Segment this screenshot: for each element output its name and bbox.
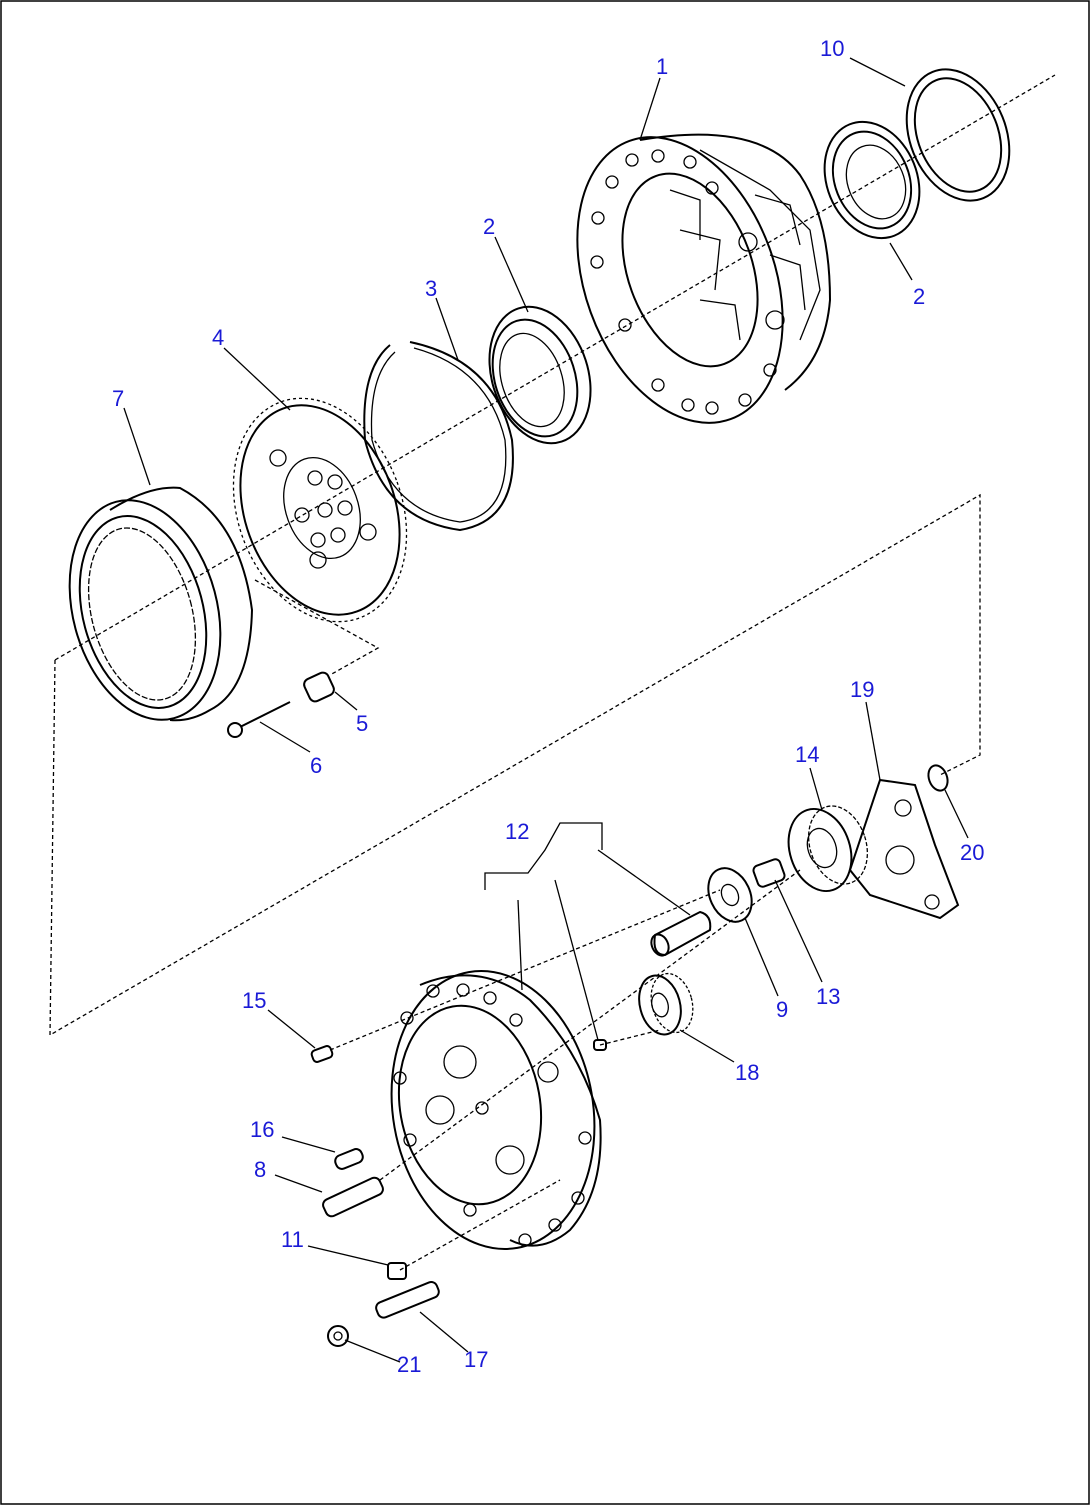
part-5-sleeve	[303, 671, 335, 703]
axis-line-lower-3	[399, 1179, 561, 1271]
axis-line-lower-2	[379, 869, 801, 1181]
callouts: 1 2 2 3 4 5 6 7 8 9 10 11 12 13 14 15 16…	[112, 36, 984, 1377]
callout-17: 17	[464, 1347, 488, 1372]
callout-19: 19	[850, 677, 874, 702]
callout-2-top: 2	[483, 214, 495, 239]
callout-9: 9	[776, 997, 788, 1022]
part-12-shaft	[650, 910, 712, 957]
part-3-snap-ring	[363, 341, 514, 532]
callout-6: 6	[310, 753, 322, 778]
part-6-bolt	[227, 701, 291, 738]
part-13-needle-bearing	[752, 858, 786, 888]
axis-line-lower	[329, 889, 721, 1051]
part-15-screw	[310, 1045, 334, 1063]
part-14-gear	[787, 805, 869, 893]
part-16-pin	[334, 1148, 364, 1170]
callout-20: 20	[960, 840, 984, 865]
part-4-carrier	[232, 397, 408, 623]
callout-1: 1	[656, 54, 668, 79]
part-1-hub	[576, 133, 832, 424]
callout-14: 14	[795, 742, 819, 767]
leader-lines	[123, 57, 969, 1363]
callout-15: 15	[242, 988, 266, 1013]
part-2-bearing-left	[488, 305, 592, 445]
part-12-pin	[593, 1039, 607, 1051]
connection-frame	[49, 493, 981, 1037]
part-18-planet-gear	[638, 972, 694, 1036]
callout-12: 12	[505, 819, 529, 844]
callout-11: 11	[281, 1227, 304, 1252]
part-9-thrust-washer	[707, 867, 753, 923]
callout-21: 21	[397, 1352, 421, 1377]
callout-13: 13	[816, 984, 840, 1009]
callout-16: 16	[250, 1117, 274, 1142]
callout-18: 18	[735, 1060, 759, 1085]
part-7-ring-gear	[68, 486, 254, 722]
part-10-seal	[905, 68, 1011, 202]
part-17-bolt	[375, 1281, 440, 1319]
callout-8: 8	[254, 1157, 266, 1182]
part-11-nut	[387, 1262, 407, 1280]
callout-7: 7	[112, 386, 124, 411]
callout-10: 10	[820, 36, 844, 61]
callout-4: 4	[212, 325, 224, 350]
part-20-clip	[927, 764, 949, 792]
part-2-bearing-right	[823, 120, 921, 240]
part-19-plate	[848, 778, 960, 920]
callout-2-right: 2	[913, 284, 925, 309]
callout-3: 3	[425, 276, 437, 301]
part-carrier-plate	[390, 970, 602, 1250]
connection-frame-2	[254, 579, 380, 676]
part-21-nut	[327, 1325, 349, 1347]
axis-line-lower-4	[599, 1029, 661, 1046]
part-8-stud	[322, 1176, 384, 1218]
callout-5: 5	[356, 711, 368, 736]
